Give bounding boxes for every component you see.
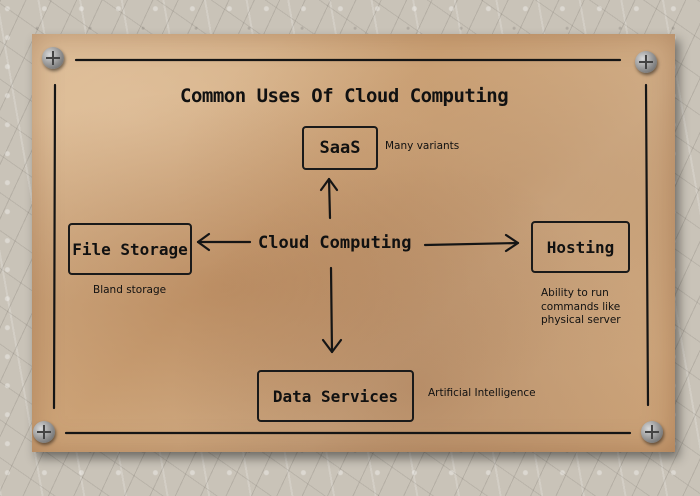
node-data-services-label: Data Services (272, 386, 399, 406)
diagram-title: Common Uses Of Cloud Computing (180, 85, 509, 107)
screw-bottom-left-icon (33, 421, 55, 443)
screw-bottom-right-icon (641, 421, 663, 443)
node-hosting-label: Hosting (546, 237, 615, 257)
node-saas: SaaS (302, 126, 378, 170)
note-file-storage: Bland storage (93, 284, 167, 296)
frame-left-line (52, 83, 57, 410)
note-hosting-line-3: physical server (541, 314, 621, 327)
node-file-storage-label: File Storage (72, 239, 188, 259)
frame-right-line (644, 83, 650, 407)
arrow-to-saas (319, 177, 339, 220)
note-data-services: Artificial Intelligence (428, 387, 536, 399)
node-file-storage: File Storage (68, 223, 192, 275)
arrow-to-hosting (423, 233, 520, 253)
node-hosting: Hosting (531, 221, 630, 273)
arrow-to-data-services (321, 266, 343, 354)
wooden-board (32, 34, 675, 452)
node-saas-label: SaaS (319, 138, 361, 158)
note-hosting: Ability to run commands like physical se… (541, 287, 621, 328)
screw-top-left-icon (42, 47, 64, 69)
node-data-services: Data Services (257, 370, 414, 422)
note-hosting-line-1: Ability to run (541, 287, 609, 299)
note-saas: Many variants (385, 140, 460, 152)
arrow-to-file-storage (196, 232, 252, 252)
center-node: Cloud Computing (258, 233, 412, 253)
screw-top-right-icon (635, 51, 657, 73)
note-hosting-line-2: commands like (541, 300, 621, 313)
